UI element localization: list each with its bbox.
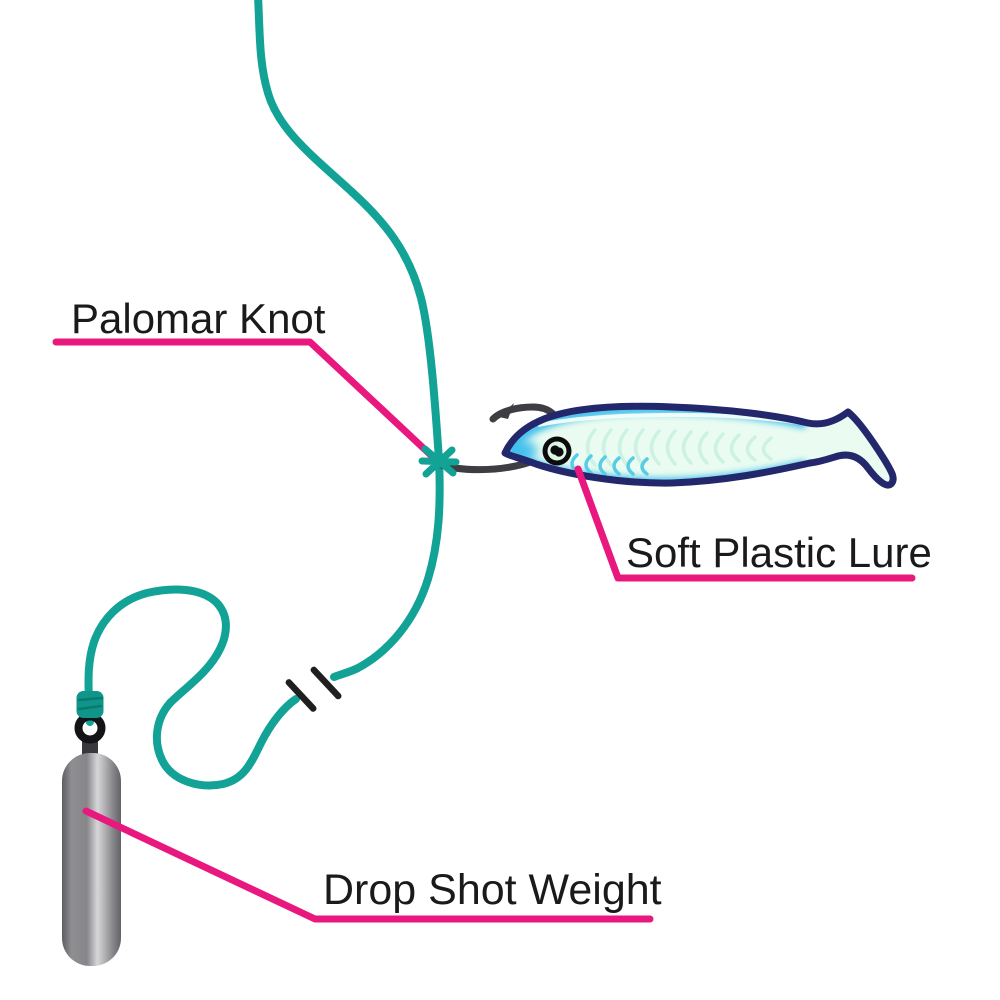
- drop-shot-weight-icon: [62, 691, 121, 966]
- weight-body: [62, 753, 121, 966]
- palomar-knot-leader-line: [52, 338, 439, 463]
- label-palomar-knot: Palomar Knot: [71, 295, 326, 342]
- drop-shot-weight-leader-line: [82, 807, 654, 923]
- annotation-lines: [52, 338, 916, 923]
- lure-shine-streak: [537, 412, 803, 427]
- lure-rib-pattern: [585, 428, 773, 467]
- fishing-line-upper: [254, 0, 444, 681]
- fishing-line-lower: [84, 585, 300, 790]
- label-drop-shot-weight: Drop Shot Weight: [323, 866, 662, 914]
- hook-barb: [499, 403, 514, 419]
- label-soft-plastic-lure: Soft Plastic Lure: [626, 529, 932, 576]
- weight-ring-icon: [74, 712, 106, 744]
- line-break-icon: [285, 666, 342, 712]
- soft-plastic-lure-leader-line: [574, 465, 916, 582]
- lure-belly-rib-pattern: [570, 453, 649, 476]
- lure-eye-icon: [542, 436, 572, 466]
- lure-outline: [501, 402, 897, 489]
- weight-line-knot-icon: [76, 691, 104, 718]
- soft-plastic-lure-icon: [501, 402, 897, 489]
- palomar-knot-icon: [418, 445, 460, 478]
